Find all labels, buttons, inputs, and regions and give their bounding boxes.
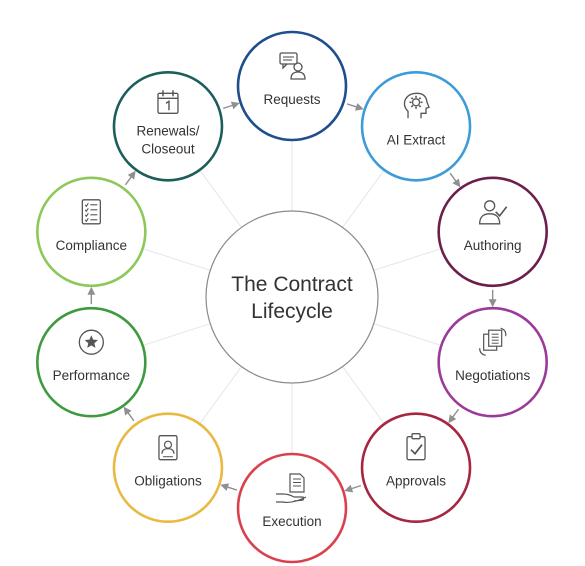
center-title-line-1: The Contract [231, 273, 353, 296]
stage-negotiations: Negotiations [437, 306, 548, 418]
chat-user-icon [279, 52, 306, 80]
stage-approvals: Approvals [360, 412, 472, 524]
calendar-icon [157, 90, 179, 114]
stage-label: Obligations [134, 474, 202, 489]
stage-circle [437, 176, 548, 288]
stage-authoring: Authoring [437, 176, 548, 288]
stage-label: Authoring [464, 238, 522, 253]
cycle-arrow [124, 170, 136, 186]
cycle-arrow [448, 408, 460, 424]
ai-head-gear-icon [403, 92, 430, 119]
stage-circle [112, 412, 224, 524]
stage-renewals-closeout: Renewals/Closeout [112, 70, 224, 182]
stage-label: Requests [263, 92, 320, 107]
checklist-icon [81, 199, 101, 225]
stage-label: Renewals/ [136, 123, 199, 138]
stage-label: Compliance [56, 238, 127, 253]
cycle-arrow [222, 101, 240, 110]
center-circle [205, 210, 379, 384]
stage-label: AI Extract [387, 132, 446, 147]
stage-ai-extract: AI Extract [360, 70, 472, 182]
clipboard-check-icon [406, 433, 426, 461]
stage-label: Execution [262, 514, 321, 529]
stage-obligations: Obligations [112, 412, 224, 524]
stage-execution: Execution [236, 452, 348, 564]
stage-circle [112, 70, 224, 182]
id-document-icon [158, 435, 178, 461]
center-circle-group: The Contract Lifecycle [205, 210, 379, 384]
center-title-line-2: Lifecycle [251, 300, 333, 323]
cycle-arrow [344, 484, 362, 493]
star-badge-icon [78, 329, 104, 355]
user-check-icon [479, 200, 508, 225]
stage-circle [236, 30, 348, 142]
cycle-arrow [123, 406, 135, 422]
document-exchange-icon [479, 327, 507, 356]
stage-circle [236, 452, 348, 564]
stage-label: Closeout [141, 141, 195, 156]
stage-circle [36, 176, 147, 288]
stage-compliance: Compliance [36, 176, 147, 288]
stage-circle [36, 306, 147, 418]
stage-circle [360, 70, 472, 182]
document-hand-icon [276, 473, 307, 504]
cycle-arrow [449, 172, 461, 188]
cycle-arrow [220, 483, 238, 491]
cycle-arrow [346, 103, 364, 111]
stage-circle [360, 412, 472, 524]
stage-label: Performance [53, 368, 130, 383]
stage-circle [437, 306, 548, 418]
stage-label: Approvals [386, 474, 446, 489]
stage-performance: Performance [36, 306, 147, 418]
stage-requests: Requests [236, 30, 348, 142]
stage-nodes: Requests AI ExtractAuthoringNegotiationsA… [36, 30, 548, 564]
cycle-arrows [87, 101, 497, 493]
stage-label: Negotiations [455, 368, 530, 383]
